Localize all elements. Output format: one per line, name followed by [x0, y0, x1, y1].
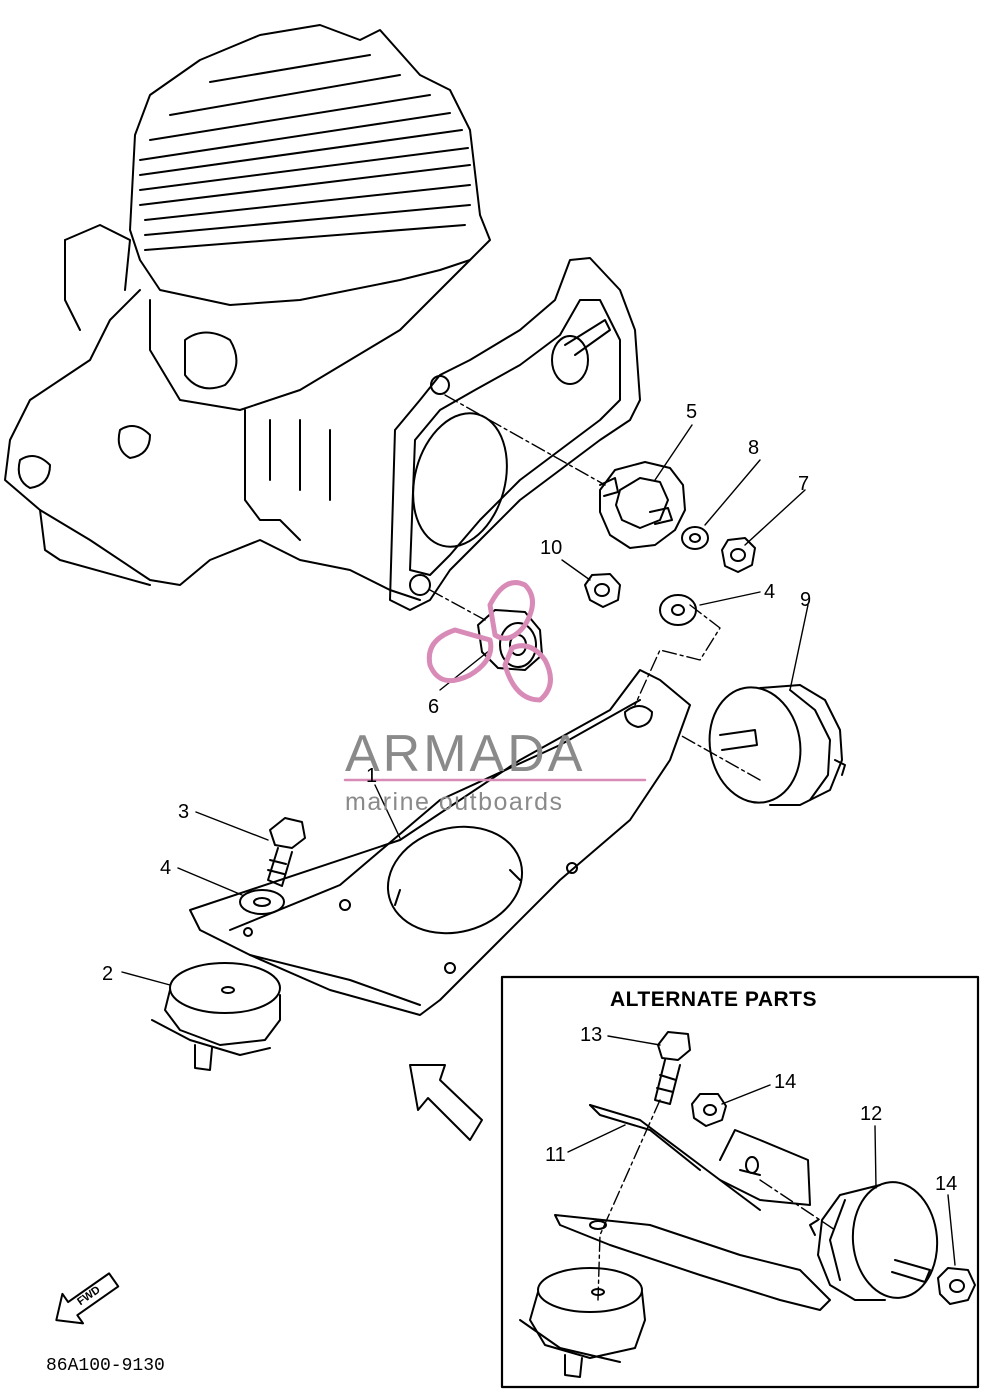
leader-lines	[429, 394, 836, 1301]
drawing-code: 86A100-9130	[46, 1356, 165, 1376]
callout-13: 13	[580, 1024, 603, 1046]
part-10-nut	[584, 573, 621, 608]
part-9-rubber-mount	[708, 684, 846, 806]
part-3-bolt	[267, 817, 306, 887]
part-8-washer	[681, 526, 709, 550]
callout-4-lower: 4	[160, 857, 172, 879]
watermark-brand-name: ARMADA	[345, 725, 586, 783]
callout-5: 5	[686, 401, 698, 423]
watermark-tagline: marine outboards	[345, 788, 564, 816]
watermark-propeller-logo	[426, 580, 553, 703]
callout-4-upper: 4	[764, 581, 776, 603]
callout-9: 9	[800, 589, 812, 611]
direction-arrow	[409, 1064, 483, 1141]
part-4-washer-lower	[239, 889, 285, 915]
part-2-rubber-mount	[151, 962, 281, 1071]
fwd-label: FWD	[75, 1284, 102, 1308]
callout-2: 2	[102, 963, 114, 985]
callout-1: 1	[366, 765, 378, 787]
callout-14-upper: 14	[774, 1071, 797, 1093]
part-5-plate	[599, 461, 686, 549]
fwd-arrow-icon	[55, 1272, 120, 1325]
callout-14-right: 14	[935, 1173, 958, 1195]
part-7-nut	[721, 537, 756, 573]
part-4-washer-upper	[659, 594, 697, 626]
callout-leaders	[121, 424, 956, 1266]
mounting-bracket-1	[189, 669, 691, 1016]
callout-8: 8	[748, 437, 760, 459]
callout-6: 6	[428, 696, 440, 718]
callout-12: 12	[860, 1103, 883, 1125]
callout-3: 3	[178, 801, 190, 823]
callout-10: 10	[540, 537, 563, 559]
callout-11: 11	[545, 1144, 566, 1166]
alternate-parts-box	[500, 975, 980, 1389]
engine-block	[4, 24, 641, 611]
callout-7: 7	[798, 473, 810, 495]
alternate-parts-title: ALTERNATE PARTS	[610, 988, 817, 1011]
